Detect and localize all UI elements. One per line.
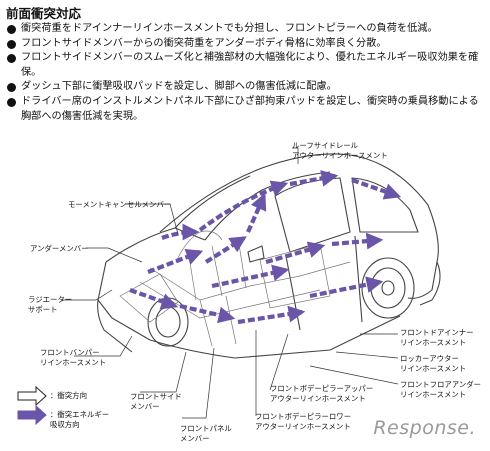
feature-list: 衝突荷重をドアインナーリインホースメントでも分担し、フロントピラーへの負荷を低減…: [6, 22, 486, 124]
legend-impact-direction: ：衝突方向: [50, 391, 87, 400]
label-under-member: アンダーメンバー: [30, 244, 89, 253]
label-rocker-outer: ロッカーアウターリインホースメント: [400, 354, 467, 373]
label-front-floor-under: フロントフロアアンダーリインホースメント: [400, 380, 482, 399]
label-roof-side-rail: ルーフサイドレールアウターリインホースメント: [292, 141, 388, 160]
energy-absorption-paths: [129, 170, 402, 325]
label-front-bumper: フロントバンパーリインホースメント: [40, 348, 107, 367]
label-front-panel-member: フロントパネルメンバー: [180, 424, 232, 443]
absorb-direction-arrow-icon: [17, 404, 47, 426]
bullet-icon: [7, 83, 16, 93]
feature-item: ダッシュ下部に衝撃吸収パッドを設定し、脚部への傷害低減に配慮。: [6, 80, 486, 95]
label-moment-cancel-member: モーメントキャンセルメンバー: [68, 200, 172, 209]
label-front-side-member: フロントサイドメンバー: [130, 392, 182, 411]
impact-direction-arrow-icon: [17, 385, 47, 407]
label-radiator-support: ラジエーターサポート: [28, 295, 73, 314]
response-watermark: Response.: [373, 417, 476, 439]
label-door-inner: フロントドアインナーリインホースメント: [400, 328, 474, 347]
bullet-icon: [7, 25, 16, 34]
feature-item: フロントサイドメンバーのスムーズ化と補強部材の大幅強化により、優れたエネルギー吸…: [6, 51, 486, 80]
feature-item: フロントサイドメンバーからの衝突荷重をアンダーボディ骨格に効率良く分散。: [6, 37, 486, 52]
feature-item: 衝突荷重をドアインナーリインホースメントでも分担し、フロントピラーへの負荷を低減…: [6, 22, 486, 37]
legend-arrows: [17, 385, 47, 426]
legend-absorb-direction: ：衝突エネルギー吸収方向: [50, 410, 110, 429]
label-pillar-upper: フロントボデーピラーアッパーアウターリインホースメント: [270, 384, 374, 403]
bullet-icon: [7, 97, 16, 107]
bullet-icon: [7, 54, 16, 64]
leader-lines: [62, 147, 399, 419]
feature-item: ドライバー席のインストルメントパネル下部にひざ部拘束パッドを設定し、衝突時の乗員…: [6, 95, 486, 124]
bullet-icon: [7, 39, 16, 49]
page-title: 前面衝突対応: [6, 6, 82, 21]
label-pillar-lower: フロントボデーピラーロワーアウターリインホースメント: [255, 412, 352, 431]
